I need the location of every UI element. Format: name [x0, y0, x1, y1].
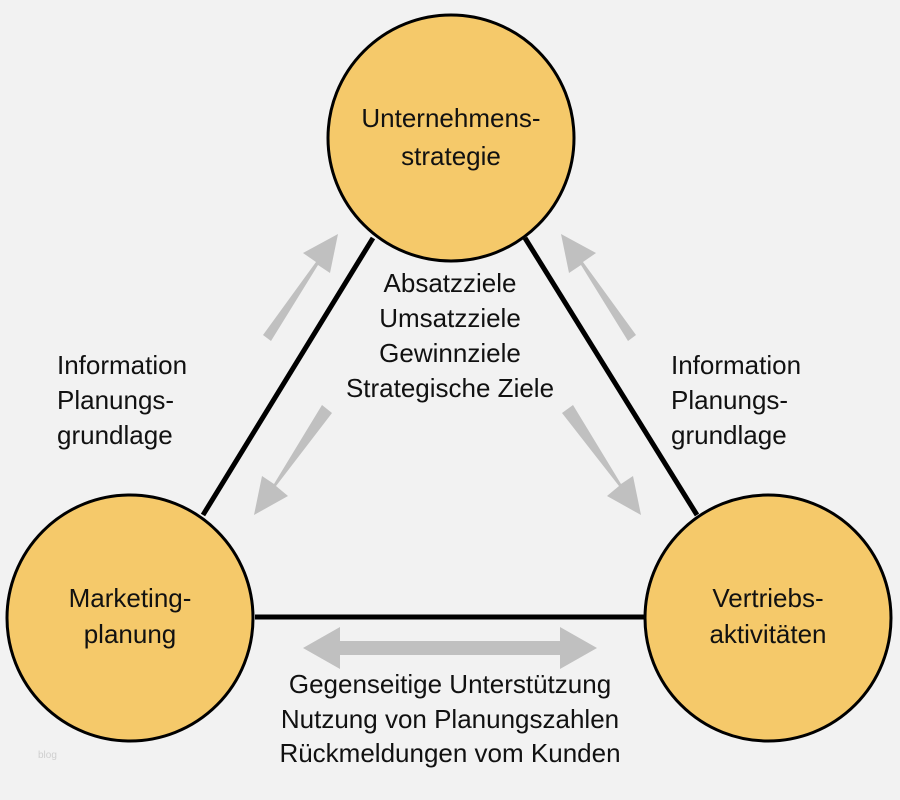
- edge-top-left: [200, 236, 376, 517]
- arrow-up-left-icon: [263, 234, 338, 341]
- bottom-label-group: Gegenseitige Unterstützung Nutzung von P…: [279, 669, 620, 768]
- flow-arrows: [254, 234, 641, 669]
- right-label: grundlage: [671, 420, 787, 450]
- node-label-right-line2: aktivitäten: [709, 619, 826, 649]
- center-label: Gewinnziele: [379, 338, 521, 368]
- left-label: Information: [57, 350, 187, 380]
- bottom-label: Rückmeldungen vom Kunden: [279, 738, 620, 768]
- edge-top-right: [522, 236, 700, 517]
- right-label: Information: [671, 350, 801, 380]
- arrow-down-left-icon: [254, 405, 332, 515]
- center-label: Absatzziele: [384, 268, 517, 298]
- node-unternehmensstrategie: Unternehmens- strategie: [326, 13, 576, 263]
- center-label: Umsatzziele: [379, 303, 521, 333]
- left-label: grundlage: [57, 420, 173, 450]
- bottom-label: Gegenseitige Unterstützung: [289, 669, 611, 699]
- node-label-top-line1: Unternehmens-: [361, 103, 540, 133]
- arrow-horizontal-double-icon: [303, 627, 597, 669]
- center-label-group: Absatzziele Umsatzziele Gewinnziele Stra…: [346, 268, 554, 403]
- triangle-edges: [200, 236, 700, 620]
- node-circle-top: [326, 13, 576, 263]
- right-label: Planungs-: [671, 385, 788, 415]
- node-circle-left: [5, 493, 255, 743]
- node-label-right-line1: Vertriebs-: [712, 583, 823, 613]
- node-label-left-line1: Marketing-: [69, 583, 192, 613]
- left-label-group: Information Planungs- grundlage: [57, 350, 187, 450]
- watermark-text: blog: [38, 750, 57, 761]
- node-label-left-line2: planung: [84, 619, 177, 649]
- node-label-top-line2: strategie: [401, 141, 501, 171]
- bottom-label: Nutzung von Planungszahlen: [281, 704, 619, 734]
- left-label: Planungs-: [57, 385, 174, 415]
- node-vertriebsaktivitaeten: Vertriebs- aktivitäten: [643, 493, 893, 743]
- arrow-down-right-icon: [562, 405, 641, 515]
- right-label-group: Information Planungs- grundlage: [671, 350, 801, 450]
- node-marketingplanung: Marketing- planung: [5, 493, 255, 743]
- center-label: Strategische Ziele: [346, 373, 554, 403]
- arrow-up-right-icon: [561, 234, 636, 341]
- node-circle-right: [643, 493, 893, 743]
